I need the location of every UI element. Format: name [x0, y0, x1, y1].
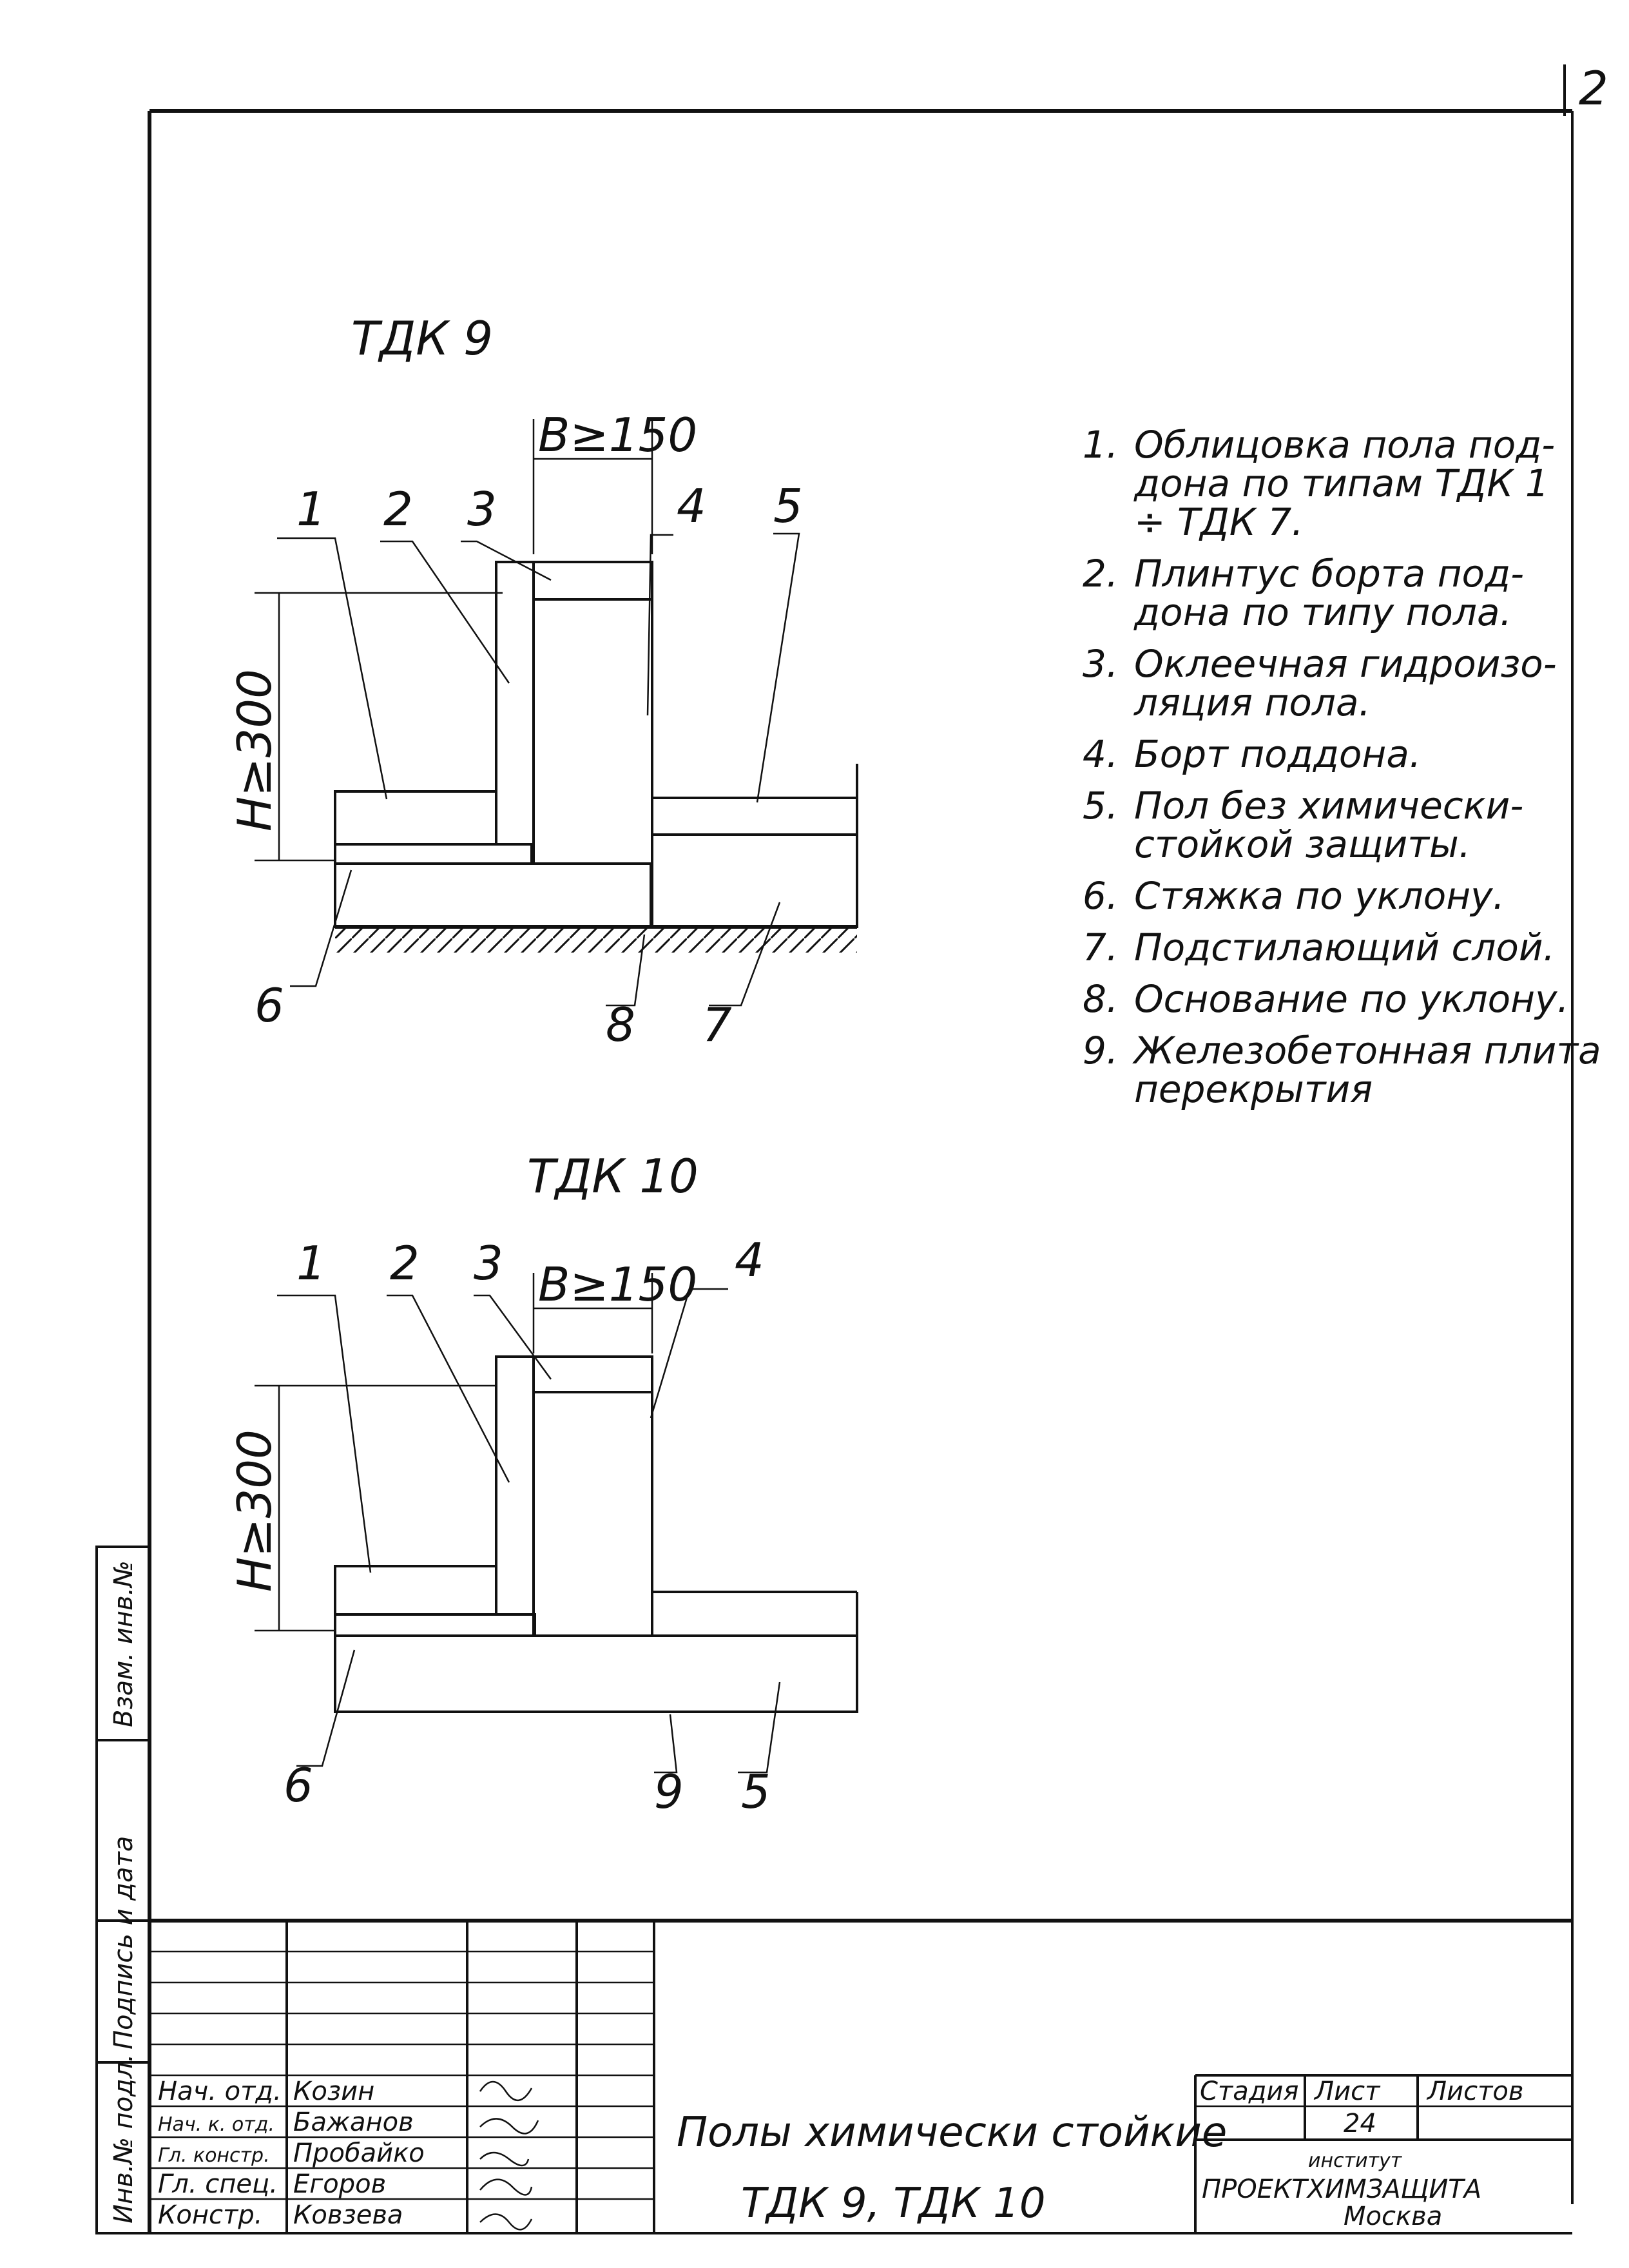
tdk10-slab — [334, 1634, 858, 1713]
tdk10-border — [532, 1391, 653, 1637]
drawing-tdk10: ТДК 10 B≥150 H≥300 1 2 — [227, 1149, 858, 1819]
svg-text:Нач. отд.: Нач. отд. — [158, 2077, 282, 2106]
tdk9-dim-b: B≥150 — [538, 408, 697, 462]
tdk10-callout-4: 4 — [735, 1233, 764, 1287]
svg-text:Подпись и дата: Подпись и дата — [109, 1836, 139, 2050]
svg-text:ляция пола.: ляция пола. — [1133, 681, 1371, 724]
tdk9-lining — [334, 790, 497, 846]
drawing-title: Полы химически стойкие — [677, 2109, 1227, 2157]
tdk9-title: ТДК 9 — [351, 311, 493, 365]
svg-text:3.: 3. — [1083, 642, 1118, 686]
svg-text:Нач. к. отд.: Нач. к. отд. — [158, 2113, 275, 2136]
tdk10-screed — [334, 1613, 536, 1637]
tdk10-callout-2: 2 — [390, 1236, 419, 1290]
svg-text:Бажанов: Бажанов — [293, 2108, 414, 2137]
svg-text:4.: 4. — [1083, 732, 1118, 776]
sheet-number: 2 — [1579, 61, 1608, 115]
svg-text:9.: 9. — [1083, 1029, 1118, 1072]
svg-text:6.: 6. — [1083, 874, 1118, 918]
svg-text:2.: 2. — [1083, 552, 1118, 596]
tdk9-callout-2: 2 — [383, 482, 413, 536]
tdk9-callout-4: 4 — [677, 479, 706, 533]
tdk10-dim-b: B≥150 — [538, 1257, 697, 1312]
tdk9-dim-h: H≥300 — [227, 669, 282, 831]
side-stamp: Инв.№ подл. Подпись и дата Взам. инв.№ — [95, 1546, 151, 2234]
svg-text:Гл. спец.: Гл. спец. — [158, 2169, 278, 2199]
tdk9-callout-1: 1 — [296, 482, 326, 536]
tdk9-callout-6: 6 — [255, 978, 284, 1032]
svg-text:Констр.: Констр. — [158, 2200, 262, 2230]
tdk9-callout-8: 8 — [606, 998, 635, 1052]
tdk10-callout-1: 1 — [296, 1236, 326, 1290]
signatures — [479, 2080, 539, 2231]
tdk10-lining — [334, 1565, 497, 1616]
tdk10-callout-5: 5 — [741, 1765, 771, 1819]
svg-text:24: 24 — [1344, 2109, 1376, 2138]
svg-text:Москва: Москва — [1344, 2202, 1442, 2231]
svg-text:Железобетонная плита: Железобетонная плита — [1132, 1029, 1601, 1072]
drawing-codes: ТДК 9, ТДК 10 — [741, 2180, 1046, 2227]
svg-text:Лист: Лист — [1313, 2077, 1381, 2106]
tdk9-callout-7: 7 — [702, 998, 732, 1052]
svg-text:Инв.№ подл.: Инв.№ подл. — [109, 2054, 139, 2224]
tdk10-callout-9: 9 — [654, 1765, 684, 1819]
svg-text:Основание по уклону.: Основание по уклону. — [1134, 977, 1569, 1021]
svg-text:перекрытия: перекрытия — [1134, 1067, 1373, 1111]
svg-text:Козин: Козин — [293, 2077, 374, 2106]
tdk9-floor-right — [651, 833, 858, 928]
svg-text:Ковзева: Ковзева — [293, 2200, 403, 2230]
svg-text:институт: институт — [1308, 2149, 1403, 2172]
svg-text:Листов: Листов — [1426, 2077, 1523, 2106]
svg-text:Пробайко: Пробайко — [293, 2138, 425, 2168]
svg-text:Облицовка пола под-: Облицовка пола под- — [1134, 423, 1555, 467]
svg-text:Стадия: Стадия — [1200, 2077, 1298, 2106]
tdk9-callout-3: 3 — [467, 482, 497, 536]
tdk9-screed — [334, 843, 533, 865]
tdk10-title: ТДК 10 — [527, 1149, 699, 1203]
tdk9-callout-5: 5 — [773, 479, 803, 533]
svg-text:7.: 7. — [1083, 926, 1118, 969]
tdk9-plinth — [495, 561, 535, 846]
svg-text:Плинтус борта под-: Плинтус борта под- — [1134, 552, 1524, 596]
svg-text:8.: 8. — [1083, 977, 1118, 1021]
svg-text:Взам. инв.№: Взам. инв.№ — [109, 1560, 139, 1727]
drawing-tdk9: ТДК 9 B≥150 H≥300 — [227, 311, 858, 1052]
svg-text:дона по типам ТДК 1: дона по типам ТДК 1 — [1133, 461, 1549, 505]
legend: 1. Облицовка пола под- дона по типам ТДК… — [1083, 423, 1601, 1111]
svg-text:Подстилающий слой.: Подстилающий слой. — [1134, 926, 1555, 969]
svg-text:Борт поддона.: Борт поддона. — [1134, 732, 1421, 776]
tdk10-dim-h: H≥300 — [227, 1430, 282, 1592]
tdk9-base-soil — [335, 927, 857, 953]
tdk10-callout-6: 6 — [284, 1758, 313, 1812]
svg-text:ПРОЕКТХИМЗАЩИТА: ПРОЕКТХИМЗАЩИТА — [1202, 2175, 1481, 2204]
svg-text:Пол без химически-: Пол без химически- — [1134, 784, 1523, 828]
svg-text:÷ ТДК 7.: ÷ ТДК 7. — [1134, 500, 1304, 544]
svg-text:стойкой защиты.: стойкой защиты. — [1134, 822, 1470, 866]
svg-text:Егоров: Егоров — [293, 2169, 386, 2199]
svg-text:Гл. констр.: Гл. констр. — [158, 2144, 270, 2167]
tdk9-border — [532, 598, 653, 865]
svg-text:5.: 5. — [1083, 784, 1118, 828]
svg-text:Оклеечная гидроизо-: Оклеечная гидроизо- — [1134, 642, 1557, 686]
tdk10-plinth — [495, 1355, 535, 1616]
svg-text:1.: 1. — [1083, 423, 1118, 467]
main-frame — [148, 109, 1574, 2234]
svg-text:дона по типу пола.: дона по типу пола. — [1133, 590, 1512, 634]
svg-text:Стяжка по уклону.: Стяжка по уклону. — [1134, 874, 1505, 918]
title-block: Нач. отд. Козин Нач. к. отд. Бажанов Гл.… — [149, 1919, 1572, 2233]
tdk10-callout-3: 3 — [474, 1236, 503, 1290]
